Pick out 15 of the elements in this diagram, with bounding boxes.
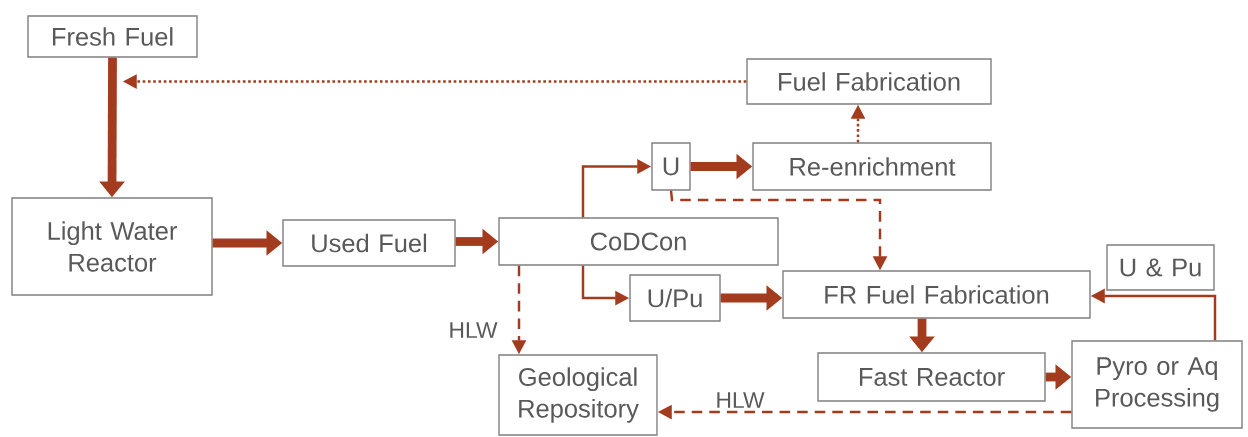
- process-box: Light Water Reactor: [11, 197, 213, 296]
- edge-label: HLW: [446, 320, 500, 340]
- process-box: Geological Repository: [498, 354, 658, 436]
- edge-label: HLW: [713, 390, 767, 410]
- process-box: Used Fuel: [282, 219, 456, 267]
- process-box: U: [651, 142, 691, 191]
- process-box: CoDCon: [498, 217, 779, 266]
- process-box: Pyro or Aq Processing: [1071, 340, 1243, 429]
- process-box: Fast Reactor: [817, 352, 1046, 402]
- process-box: Fuel Fabrication: [746, 58, 992, 105]
- process-box: U/Pu: [629, 274, 721, 322]
- process-box: FR Fuel Fabrication: [782, 270, 1091, 319]
- process-box: U & Pu: [1106, 244, 1215, 291]
- process-box: Re-enrichment: [752, 142, 992, 191]
- process-box: Fresh Fuel: [27, 15, 198, 58]
